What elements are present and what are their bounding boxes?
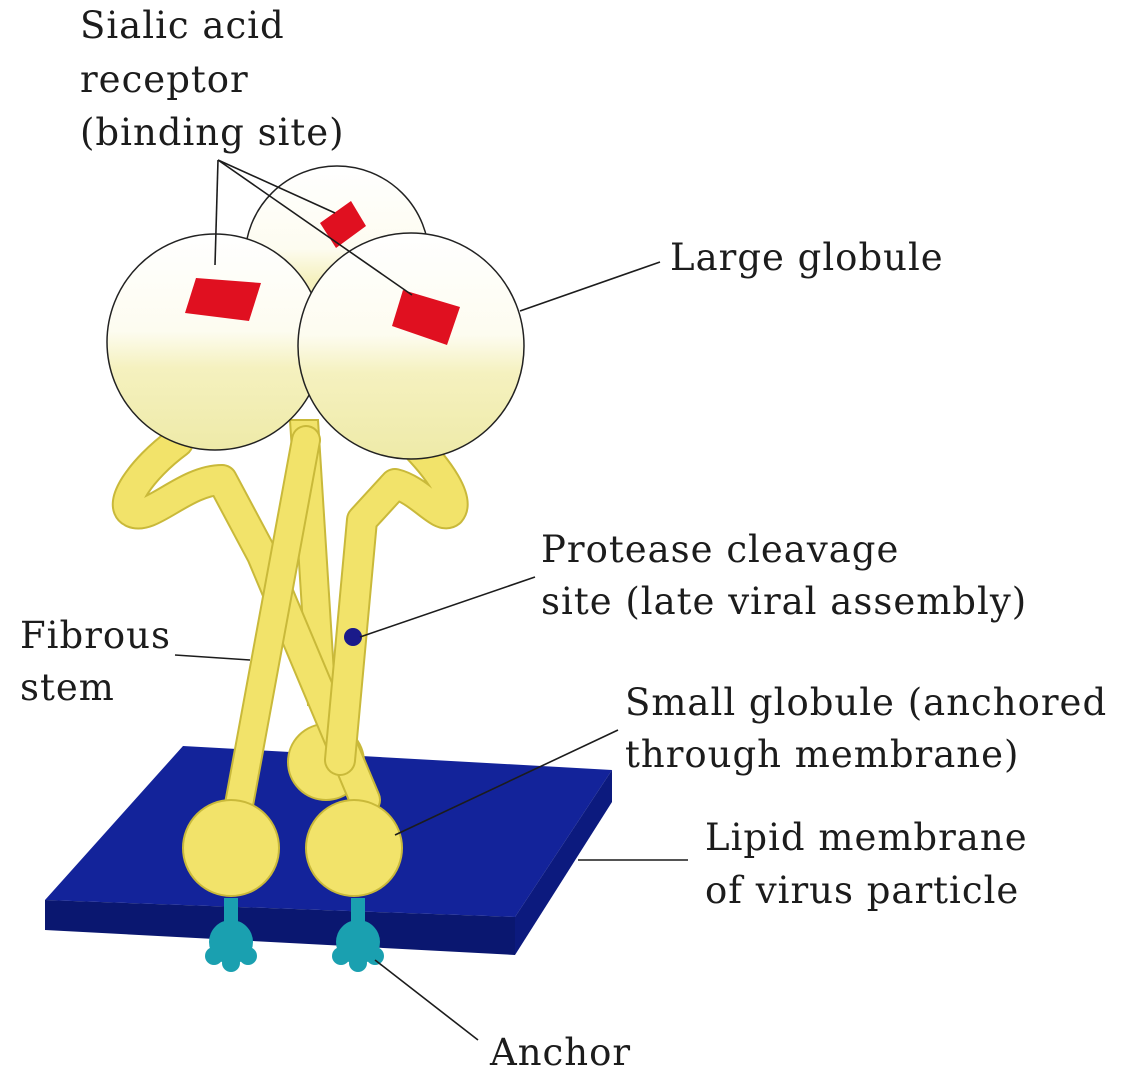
label-protease-line1: Protease cleavage [541, 528, 899, 571]
label-sialic-line3: (binding site) [80, 111, 345, 154]
small-globule-left [183, 800, 279, 896]
label-lipid-line1: Lipid membrane [705, 816, 1028, 859]
label-fibrous-line2: stem [20, 666, 115, 709]
large-globule-left [107, 234, 323, 450]
label-lipid-line2: of virus particle [705, 869, 1019, 912]
large-globule-right [298, 233, 524, 459]
small-globule-right [306, 800, 402, 896]
label-sialic-line2: receptor [80, 58, 249, 101]
label-small-line2: through membrane) [625, 733, 1019, 776]
label-sialic-line1: Sialic acid [80, 4, 285, 47]
label-protease-line2: site (late viral assembly) [541, 580, 1027, 623]
label-large-globule: Large globule [670, 236, 944, 279]
label-fibrous-line1: Fibrous [20, 614, 171, 657]
protease-cleavage-site [344, 628, 362, 646]
label-small-line1: Small globule (anchored [625, 681, 1107, 724]
label-anchor: Anchor [489, 1031, 631, 1069]
